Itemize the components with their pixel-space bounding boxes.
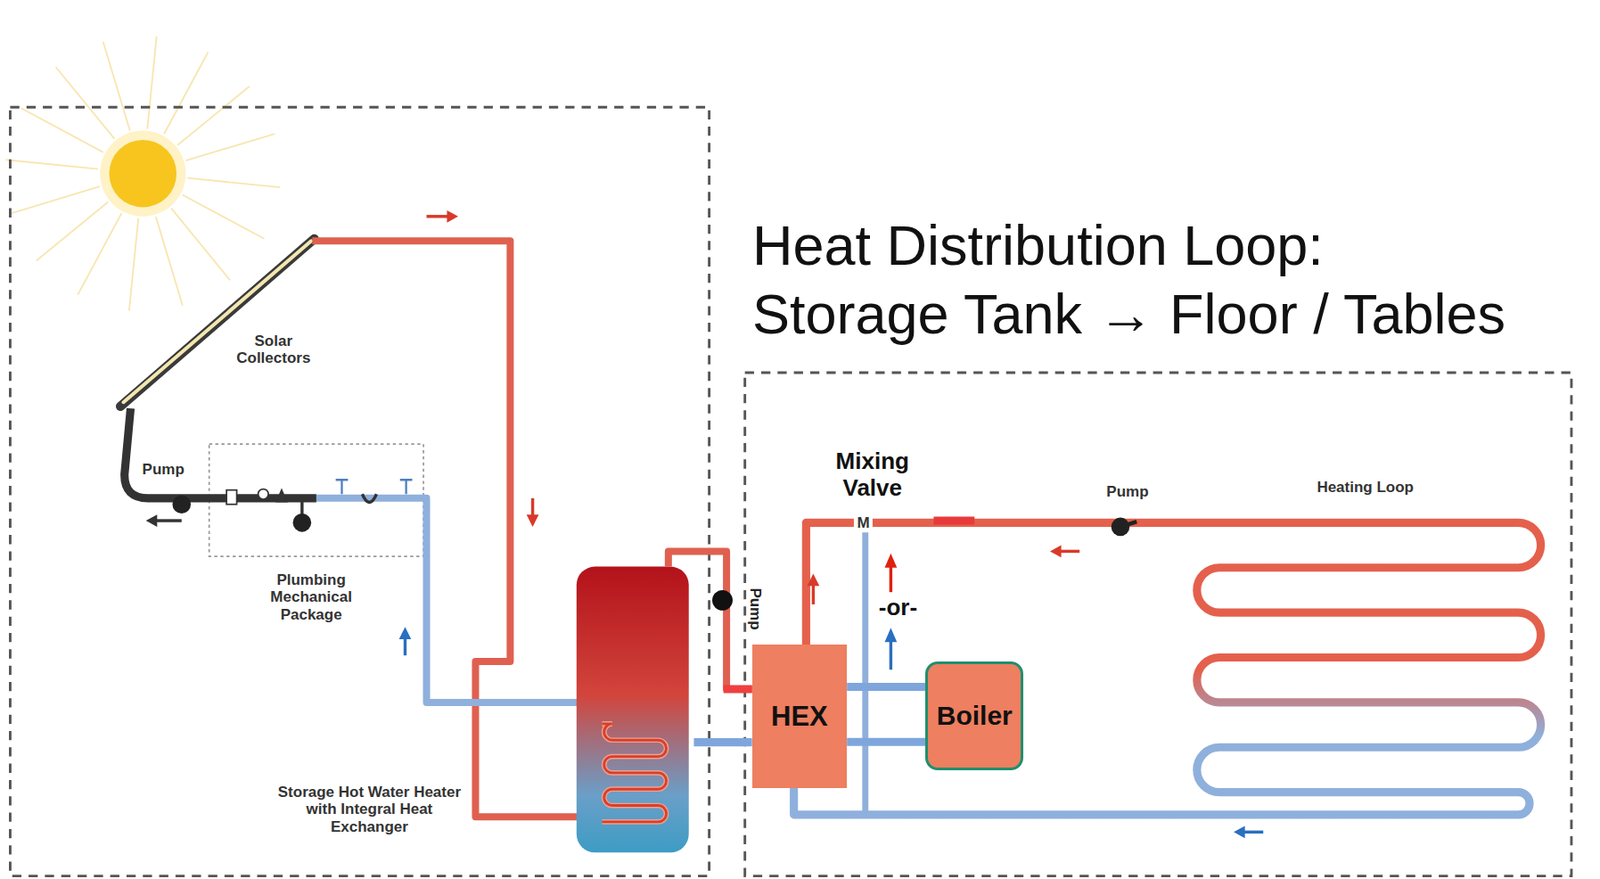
sun-halo [99,131,186,217]
flow-arrow-head [399,626,412,640]
sun-ray [155,216,183,306]
distribution-loop-region [745,372,1572,877]
part-label: Plumbing Mechanical Package [262,570,361,624]
diagram-title: Heat Distribution Loop: Storage Tank → F… [752,211,1510,349]
flow-arrow-head [885,627,898,642]
flow-arrow-head [807,574,821,587]
flow-arrow [812,583,815,605]
flow-arrow [155,518,182,522]
part-label: -or- [878,594,918,622]
collector-return-pipe [124,408,317,499]
pump-symbol [712,590,733,611]
sun-ray [77,213,122,296]
fitting [226,490,237,505]
node-label: Boiler [936,700,1013,731]
flow-arrow-head [526,514,540,527]
pipe-connector [846,738,926,747]
part-label: Storage Hot Water Heater with Integral H… [273,782,466,836]
sun-ray [10,186,100,214]
cold-stub [693,738,752,747]
part-label: Solar Collectors [230,332,316,368]
sun-ray [177,86,250,146]
node-label: HEX [771,700,829,733]
tank-coil [601,723,666,822]
flow-arrow [403,637,407,657]
sensor-symbol [336,479,349,494]
flow-arrow-head [146,514,158,527]
sun-ray [185,133,275,161]
hot-supply-pipe [311,240,604,817]
hot-stub [723,684,753,693]
sun-ray [21,108,104,153]
flow-arrow-head [1050,545,1062,558]
tank-coil [601,723,666,822]
gauge [258,489,269,500]
flow-arrow [889,565,893,592]
pump-symbol [172,494,191,514]
sun-ray [147,36,156,130]
heating-loop-pipe [794,522,1542,815]
flow-arrow-head [1233,825,1246,838]
sun-ray [187,178,280,188]
sun-ray [164,51,208,134]
sun-ray [103,41,131,132]
flow-arrow-head [885,553,898,568]
collector-glazing [123,240,312,403]
sun [108,139,177,208]
flow-arrow-head [446,210,459,223]
flow-arrow [531,498,534,517]
flow-arrow [1242,830,1264,834]
collector-loop-region [9,106,709,876]
pump-outlet [1120,521,1137,527]
hot-stub [933,516,975,525]
sun-ray [129,218,139,312]
flow-arrow [426,214,450,218]
drain-stem [300,498,304,515]
part-label: Heating Loop [1316,478,1414,497]
cold-return-pipe [316,498,587,703]
part-label: Pump [746,588,764,631]
solar-collector [120,238,315,407]
sensor-symbol [400,479,413,494]
valve-symbol [275,487,288,502]
sun-ray [5,159,99,169]
sun-ray [55,66,115,140]
expansion-tank [293,513,312,533]
trap-symbol [361,493,377,502]
part-label: Pump [142,460,185,479]
sun-rays [5,36,280,312]
pipe-connector [846,682,926,691]
part-label: M [853,514,872,533]
flow-arrow [889,640,893,670]
part-label: Mixing Valve [812,449,934,503]
sun-ray [36,202,109,262]
sun-ray [171,208,230,281]
storage-tank [576,566,690,854]
part-label: Pump [1106,483,1149,501]
sun-ray [182,195,265,239]
heat-exchanger-box: HEX [752,644,847,788]
bypass-pipe [861,530,869,814]
tank-outlet-pipe [668,550,753,690]
flow-arrow [1058,549,1080,553]
boiler-box: Boiler [925,661,1024,771]
